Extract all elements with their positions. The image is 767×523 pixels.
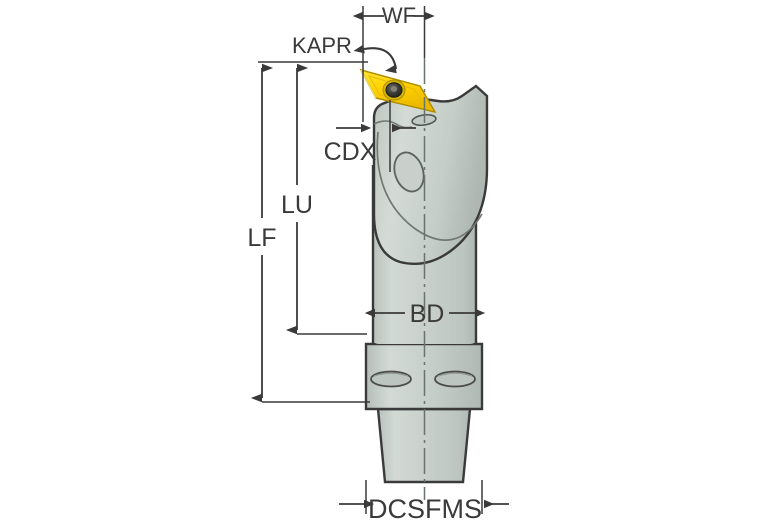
clamp-screw [382,79,406,101]
dimension-label-dcsfms: DCSFMS [368,494,482,523]
capto-slot-right [434,370,476,388]
dimension-label-bd: BD [410,300,445,328]
dimension-kapr: KAPR [292,33,398,74]
dimension-label-wf: WF [382,3,416,28]
capto-slot-left [370,370,412,388]
dimension-wf: WF [352,3,435,62]
dimension-cdx: CDX [324,62,416,172]
dimension-label-kapr: KAPR [292,33,352,58]
dimension-lf: LF [247,63,370,403]
coolant-hole [393,151,425,193]
head-boss-outline [376,131,483,242]
dimension-dcsfms: DCSFMS [339,480,509,523]
dimension-label-lf: LF [247,224,276,252]
dimension-bd: BD [364,300,486,328]
kapr-angle-arc [353,44,398,74]
dimension-label-cdx: CDX [324,138,377,166]
dimension-lu: LU [281,63,367,335]
dimension-label-lu: LU [281,191,313,219]
